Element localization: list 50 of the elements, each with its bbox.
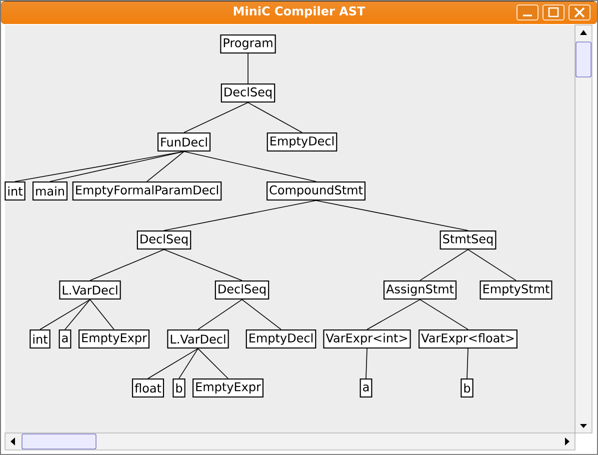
tree-edge [164,200,316,231]
tree-node: CompoundStmt [266,181,366,201]
tree-node: VarExpr<float> [418,329,518,349]
tree-node: EmptyExpr [192,378,264,398]
tree-node: FunDecl [157,132,211,152]
tree-node: a [360,378,372,398]
tree-edge [90,249,164,281]
tree-edge [366,299,420,330]
tree-node: float [132,378,164,398]
tree-edge [148,348,198,379]
tree-edge [184,151,316,182]
tree-edge [40,299,90,330]
tree-node: EmptyExpr [78,329,150,349]
tree-edge [420,249,468,281]
tree-edge [50,151,184,182]
tree-edge [468,249,516,281]
tree-node: EmptyFormalParamDecl [72,181,222,201]
tree-node: EmptyDecl [246,329,316,349]
tree-edge [316,200,468,231]
tree-node: EmptyDecl [266,132,338,152]
tree-node: int [30,329,50,349]
tree-edge [466,348,468,379]
tree-node: b [172,378,186,398]
tree-node: VarExpr<int> [323,329,411,349]
tree-node: L.VarDecl [167,329,229,349]
tree-node: main [32,181,68,201]
tree-edge [164,249,242,281]
tree-edge [178,348,198,379]
tree-node: DeclSeq [214,280,270,300]
tree-node: StmtSeq [440,230,496,250]
tree-node: EmptyStmt [480,280,552,300]
tree-edge [242,299,282,330]
tree-node: AssignStmt [383,280,457,300]
tree-edge [184,102,248,133]
tree-edge [146,151,184,182]
tree-edge [366,348,368,379]
tree-edge [198,299,242,330]
tree-edge [198,348,228,379]
tree-edge [248,102,302,133]
tree-node: Program [220,34,276,54]
title-bar: MiniC Compiler AST [1,1,597,24]
tree-edge [90,299,114,330]
tree-node: L.VarDecl [59,280,121,300]
tree-node: a [58,329,72,349]
tree-node: b [460,378,474,398]
tree-edge [420,299,468,330]
tree-node: DeclSeq [136,230,192,250]
tree-node: DeclSeq [220,83,276,103]
tree-node: int [4,181,26,201]
tree-edge [64,299,90,330]
